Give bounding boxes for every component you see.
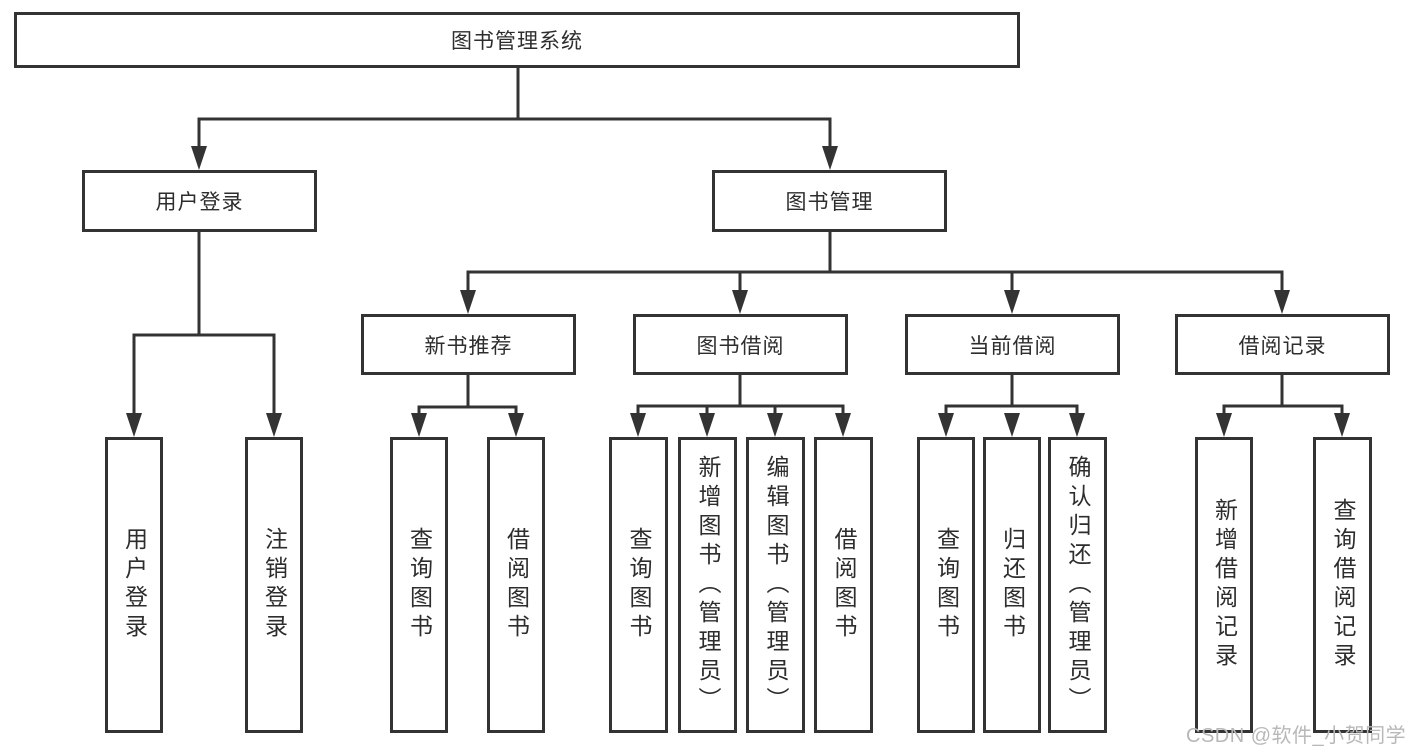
node-label: 归还图书 (999, 527, 1026, 643)
node-label: 查询图书 (626, 527, 652, 643)
node-label: 图书借阅 (696, 334, 785, 358)
csdn-watermark: CSDN @软件_小贺同学 (1186, 725, 1405, 747)
leaf-return-books: 归还图书 (983, 437, 1041, 733)
leaf-borrow-books-recommend: 借阅图书 (487, 437, 545, 733)
node-label: 新增借阅记录 (1211, 498, 1238, 672)
node-current-borrowing: 当前借阅 (905, 314, 1120, 375)
arrowhead-icons (126, 146, 1350, 437)
node-label: 查询图书 (933, 527, 960, 643)
leaf-query-books-current: 查询图书 (917, 437, 975, 733)
leaf-add-borrow-record: 新增借阅记录 (1195, 437, 1253, 733)
leaf-add-books-admin: 新增图书（管理员） (678, 437, 737, 733)
leaf-query-books-recommend: 查询图书 (390, 437, 448, 733)
node-label: 编辑图书（管理员） (763, 454, 789, 716)
node-label: 当前借阅 (968, 334, 1057, 358)
node-user-login: 用户登录 (82, 170, 317, 232)
node-label: 借阅图书 (503, 527, 530, 643)
leaf-confirm-return-admin: 确认归还（管理员） (1048, 437, 1107, 733)
node-label: 新增图书（管理员） (695, 454, 721, 716)
leaf-edit-books-admin: 编辑图书（管理员） (746, 437, 805, 733)
node-book-borrowing: 图书借阅 (633, 314, 848, 375)
leaf-query-books-borrowing: 查询图书 (609, 437, 668, 733)
node-label: 确认归还（管理员） (1065, 454, 1091, 716)
node-label: 查询借阅记录 (1330, 498, 1356, 672)
node-label: 图书管理 (785, 191, 874, 214)
node-label: 查询图书 (406, 527, 433, 643)
node-borrowing-records: 借阅记录 (1175, 314, 1390, 375)
leaf-logout: 注销登录 (245, 437, 303, 733)
node-label: 新书推荐 (424, 334, 513, 358)
node-label: 用户登录 (155, 191, 244, 214)
node-label: 借阅记录 (1238, 334, 1327, 358)
node-new-book-recommendation: 新书推荐 (361, 314, 576, 375)
leaf-query-borrow-record: 查询借阅记录 (1313, 437, 1372, 733)
node-label: 借阅图书 (831, 527, 857, 643)
node-book-management: 图书管理 (712, 170, 947, 232)
node-label: 用户登录 (121, 527, 148, 643)
leaf-user-login: 用户登录 (105, 437, 163, 733)
leaf-borrow-books-borrowing: 借阅图书 (814, 437, 873, 733)
node-label: 图书管理系统 (451, 30, 583, 53)
node-label: 注销登录 (261, 527, 288, 643)
node-library-management-system: 图书管理系统 (14, 12, 1020, 68)
